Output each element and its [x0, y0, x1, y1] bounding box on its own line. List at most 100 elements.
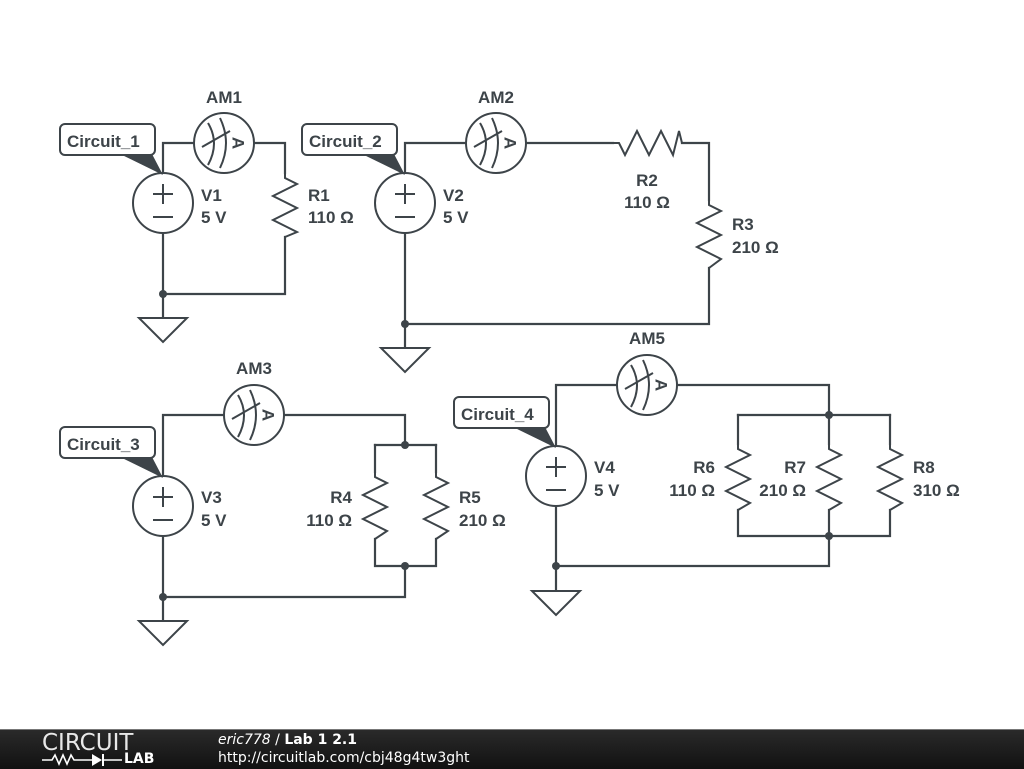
source-label: V4 [594, 458, 615, 477]
resistor-value: 110 Ω [624, 193, 670, 212]
wire [554, 383, 619, 448]
ammeter-symbol: A [259, 409, 278, 421]
resistor-value: 310 Ω [913, 481, 960, 500]
circuit-tag[interactable]: Circuit_1 [59, 123, 163, 175]
source-label: V2 [443, 186, 464, 205]
circuit-tag[interactable]: Circuit_3 [59, 426, 163, 478]
ammeter-symbol: A [501, 137, 520, 149]
resistor-r5[interactable] [421, 472, 451, 540]
resistor-r8[interactable] [875, 444, 905, 511]
resistor-label: R6 [693, 458, 715, 477]
ammeter-label: AM2 [478, 88, 514, 107]
circuit-1: A AM1 V1 5 V R1 110 Ω Circuit_1 [59, 88, 354, 343]
ammeter-am5[interactable]: A [616, 354, 678, 416]
resistor-r4[interactable] [360, 472, 390, 540]
tag-label: Circuit_3 [67, 435, 140, 454]
ground-symbol [531, 590, 581, 616]
source-value: 5 V [201, 511, 227, 530]
junction-dot [825, 411, 833, 419]
junction-dot [825, 532, 833, 540]
junction-dot [159, 290, 167, 298]
voltage-source-v4[interactable] [525, 445, 587, 507]
tag-label: Circuit_2 [309, 132, 382, 151]
ground-symbol [138, 620, 188, 646]
resistor-value: 110 Ω [308, 208, 354, 227]
junction-dot [159, 593, 167, 601]
tag-pointer [362, 154, 405, 175]
wire [161, 141, 196, 177]
wire [373, 537, 438, 568]
circuit-4: A AM5 V4 5 V R6 110 Ω R7 210 Ω R8 310 Ω … [453, 329, 960, 616]
resistor-label: R2 [636, 171, 658, 190]
circuit-2: A AM2 V2 5 V R2 110 Ω R3 210 Ω Circuit_2 [301, 88, 779, 373]
resistor-value: 110 Ω [669, 481, 715, 500]
circuit-title[interactable]: Lab 1 2.1 [284, 732, 357, 748]
footer-bar: CIRCUIT LAB eric778 / Lab 1 2.1 http://c… [0, 729, 1024, 769]
voltage-source-v1[interactable] [132, 172, 194, 234]
wire [252, 141, 287, 175]
logo-text-lab: LAB [124, 751, 155, 767]
resistor-value: 210 Ω [759, 481, 806, 500]
junction-dot [401, 320, 409, 328]
source-value: 5 V [201, 208, 227, 227]
ammeter-symbol: A [229, 137, 248, 149]
resistor-r6[interactable] [723, 444, 753, 511]
logo-text-circuit: CIRCUIT [42, 730, 134, 756]
source-value: 5 V [594, 481, 620, 500]
wire [161, 413, 226, 478]
wire [736, 508, 892, 538]
ammeter-label: AM1 [206, 88, 242, 107]
circuit-tag[interactable]: Circuit_4 [453, 396, 556, 448]
circuit-title-line: eric778 / Lab 1 2.1 [218, 732, 357, 748]
source-value: 5 V [443, 208, 469, 227]
tag-pointer [513, 427, 556, 448]
ammeter-am1[interactable]: A [193, 112, 255, 174]
voltage-source-v2[interactable] [374, 172, 436, 234]
junction-dot [401, 441, 409, 449]
ammeter-symbol: A [652, 379, 671, 391]
junction-dot [401, 562, 409, 570]
schematic-canvas: A AM1 V1 5 V R1 110 Ω Circuit_1 A AM2 V2… [59, 88, 960, 646]
ammeter-label: AM3 [236, 359, 272, 378]
tag-pointer [120, 457, 163, 478]
resistor-label: R8 [913, 458, 935, 477]
wire [680, 141, 711, 202]
title-separator: / [270, 732, 285, 748]
voltage-source-v3[interactable] [132, 475, 194, 537]
ground-symbol [380, 347, 430, 373]
wire [675, 383, 831, 417]
source-label: V1 [201, 186, 222, 205]
source-label: V3 [201, 488, 222, 507]
ground-symbol [138, 317, 188, 343]
resistor-label: R7 [784, 458, 806, 477]
resistor-label: R4 [330, 488, 352, 507]
ammeter-am2[interactable]: A [465, 112, 527, 174]
resistor-label: R1 [308, 186, 330, 205]
resistor-value: 110 Ω [306, 511, 352, 530]
wire [282, 413, 407, 447]
resistor-value: 210 Ω [459, 511, 506, 530]
resistor-diode-icon [42, 753, 122, 766]
resistor-r2[interactable] [613, 128, 683, 158]
resistor-r1[interactable] [270, 173, 300, 238]
wire [161, 235, 287, 296]
wire [161, 564, 407, 599]
circuit-url[interactable]: http://circuitlab.com/cbj48g4tw3ght [218, 750, 470, 766]
wire [403, 266, 711, 326]
resistor-value: 210 Ω [732, 238, 779, 257]
author-link[interactable]: eric778 [218, 732, 271, 748]
resistor-r3[interactable] [694, 200, 724, 269]
resistor-r7[interactable] [814, 444, 844, 511]
ammeter-am3[interactable]: A [223, 384, 285, 446]
circuitlab-logo[interactable]: CIRCUIT LAB [40, 730, 180, 768]
wire [403, 141, 468, 176]
circuit-tag[interactable]: Circuit_2 [301, 123, 405, 175]
resistor-label: R5 [459, 488, 481, 507]
ammeter-label: AM5 [629, 329, 665, 348]
tag-label: Circuit_4 [461, 405, 534, 424]
tag-label: Circuit_1 [67, 132, 140, 151]
circuit-3: A AM3 V3 5 V R4 110 Ω R5 210 Ω Circuit_3 [59, 359, 506, 646]
tag-pointer [120, 154, 163, 175]
resistor-label: R3 [732, 215, 754, 234]
junction-dot [552, 562, 560, 570]
